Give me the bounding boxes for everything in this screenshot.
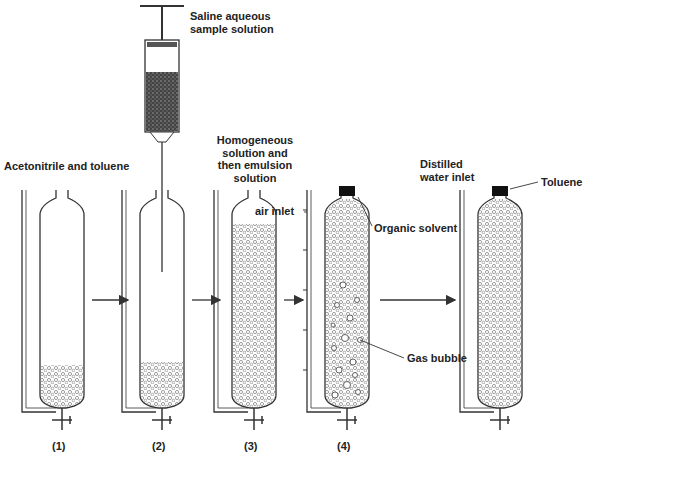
bubble-label: Gas bubble <box>407 352 467 365</box>
reagent-label: Acetonitrile and toluene <box>4 160 129 173</box>
inlet-label: Distilled water inlet <box>420 158 484 183</box>
callout-number: (1) <box>52 440 65 453</box>
callout-number: (2) <box>152 440 165 453</box>
leader-line <box>304 182 538 358</box>
inlet-label: air inlet <box>255 205 294 218</box>
callout-number: (3) <box>244 440 257 453</box>
solvent-label: Toluene <box>541 176 582 189</box>
syringe-label: Saline aqueous sample solution <box>190 10 280 35</box>
syringe <box>140 6 184 272</box>
solution-label: Homogeneous solution and then emulsion s… <box>212 134 298 185</box>
solvent-label: Organic solvent <box>374 222 457 235</box>
callout-number: (4) <box>337 440 350 453</box>
process-arrow <box>92 299 455 300</box>
